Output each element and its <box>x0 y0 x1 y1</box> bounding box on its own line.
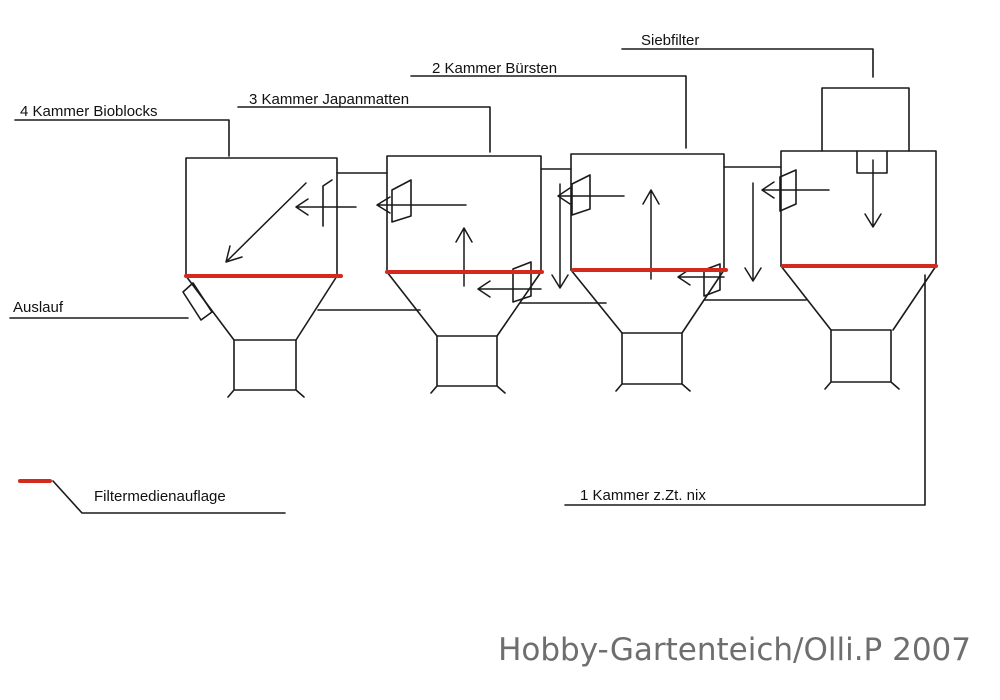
chamber-1-sump <box>824 329 900 390</box>
chamber-1 <box>761 87 937 390</box>
chamber-1-cone <box>780 265 937 331</box>
chamber-1-outlet-baffle <box>779 169 797 212</box>
flow-arrow-left-inlet <box>557 187 625 205</box>
flow-arrow-down-3-2 <box>551 183 569 289</box>
label-sieve-filter: Siebfilter <box>641 32 699 49</box>
chamber-3-sump <box>430 335 506 394</box>
outlet-pipe <box>182 282 213 321</box>
flow-arrow-left <box>295 198 357 216</box>
legend-label: Filtermedienauflage <box>94 488 226 505</box>
chamber-4-sump <box>227 339 305 398</box>
chamber-2-body <box>570 153 725 271</box>
chamber-2-outlet-baffle <box>703 263 721 297</box>
chamber-3-outlet-baffle <box>512 261 532 303</box>
flow-arrow-diagonal <box>225 182 307 263</box>
leader-chamber-3 <box>237 106 491 153</box>
flow-arrow-left-upper <box>376 196 467 214</box>
label-outlet: Auslauf <box>13 299 64 316</box>
chamber-4-body <box>185 157 338 277</box>
legend: Filtermedienauflage <box>18 479 286 514</box>
label-chamber-1: 1 Kammer z.Zt. nix <box>580 487 706 504</box>
flow-arrow-down-sieve <box>864 159 882 228</box>
label-chamber-4: 4 Kammer Bioblocks <box>20 103 158 120</box>
flow-arrow-up <box>455 227 473 287</box>
leader-chamber-4 <box>14 119 230 157</box>
chamber-1-body <box>780 150 937 267</box>
leader-chamber-2 <box>410 75 687 149</box>
label-chamber-3: 3 Kammer Japanmatten <box>249 91 409 108</box>
chamber-2-inlet-baffle <box>571 174 591 216</box>
legend-leader <box>52 480 286 514</box>
chamber-2-sump <box>615 332 691 392</box>
leader-chamber-1 <box>564 274 926 506</box>
chamber-4-inlet-baffle <box>322 179 333 227</box>
flow-arrow-down-2-1 <box>744 182 762 282</box>
chamber-3-cone <box>386 271 542 337</box>
chamber-4 <box>182 157 357 398</box>
chamber-3-inlet-baffle <box>391 179 412 223</box>
leader-sieve <box>621 48 874 78</box>
chamber-2 <box>557 153 725 392</box>
watermark: Hobby-Gartenteich/Olli.P 2007 <box>498 632 971 668</box>
flow-arrow-up-center <box>642 189 660 280</box>
sieve-filter-outlet <box>856 150 888 174</box>
chamber-2-cone <box>570 269 725 334</box>
label-chamber-2: 2 Kammer Bürsten <box>432 60 557 77</box>
sieve-filter-box <box>821 87 910 152</box>
chamber-3 <box>376 155 542 394</box>
